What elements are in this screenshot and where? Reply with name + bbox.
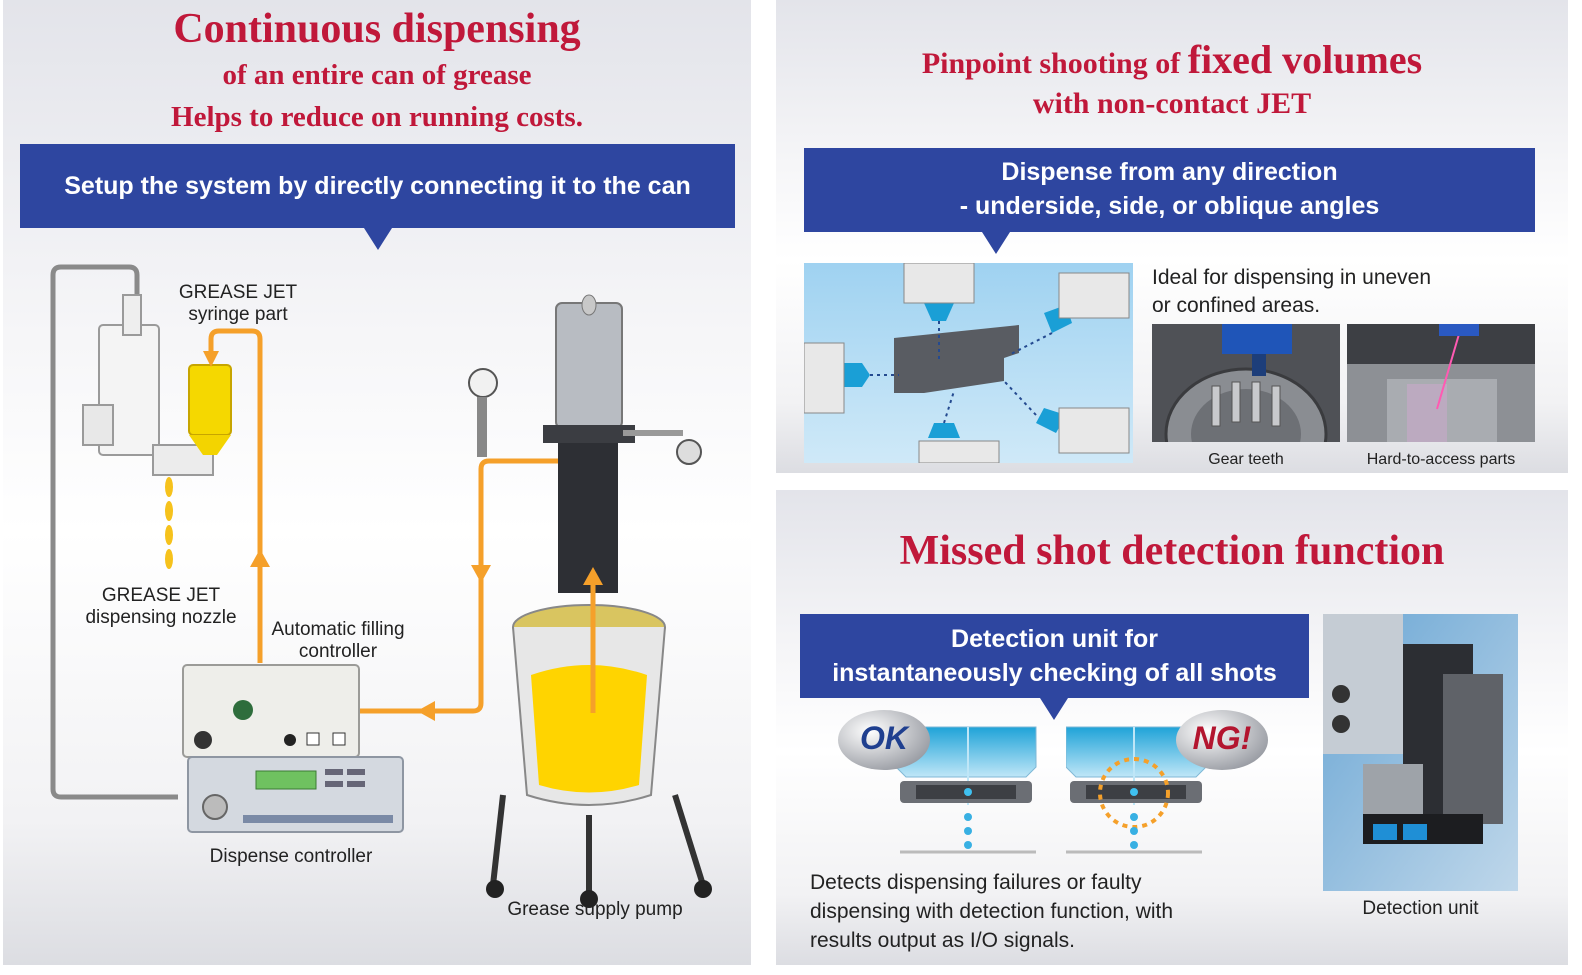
ng-illustration (1066, 710, 1268, 854)
label-filling-controller: Automatic filling controller (257, 619, 419, 663)
br-banner: Detection unit for instantaneously check… (800, 614, 1309, 720)
caption-gear-teeth: Gear teeth (1208, 451, 1284, 468)
br-description: Detects dispensing failures or faulty di… (810, 868, 1280, 955)
tr-banner: Dispense from any direction - underside,… (804, 148, 1535, 254)
label-nozzle-line2: dispensing nozzle (85, 607, 237, 628)
ok-badge: OK (860, 720, 908, 756)
hard-to-access-photo (1347, 324, 1535, 442)
br-desc-line2: dispensing with detection function, with (810, 900, 1174, 923)
tr-title-part2: fixed volumes (1187, 37, 1423, 82)
label-filling-line1: Automatic filling (271, 619, 405, 640)
caption-hard-to-access: Hard-to-access parts (1366, 451, 1516, 468)
tr-desc-line2: or confined areas. (1152, 294, 1321, 317)
syringe (188, 364, 232, 455)
system-diagram (50, 264, 712, 908)
banner-pointer (1040, 698, 1068, 720)
left-panel: Continuous dispensing of an entire can o… (3, 0, 751, 965)
label-pump: Grease supply pump (507, 899, 683, 920)
tr-banner-line1: Dispense from any direction (1001, 158, 1338, 186)
label-nozzle: GREASE JET dispensing nozzle (75, 585, 247, 629)
tr-title-line2: with non-contact JET (1032, 87, 1312, 120)
bottom-right-panel: Missed shot detection function Detection… (776, 490, 1568, 965)
ok-illustration (838, 710, 1037, 854)
label-syringe: GREASE JET syringe part (168, 282, 308, 326)
tr-description: Ideal for dispensing in uneven or confin… (1152, 264, 1562, 320)
grease-pump (468, 294, 712, 908)
br-desc-line3: results output as I/O signals. (810, 929, 1075, 952)
left-title-line3: Helps to reduce on running costs. (171, 101, 583, 133)
label-syringe-line1: GREASE JET (178, 282, 298, 303)
gear-teeth-photo (1152, 324, 1340, 442)
br-banner-line1: Detection unit for (951, 625, 1158, 653)
label-nozzle-line1: GREASE JET (101, 585, 221, 606)
banner-pointer (982, 232, 1010, 254)
dispense-drops (165, 477, 173, 569)
tr-banner-line2: - underside, side, or oblique angles (959, 192, 1380, 220)
br-desc-line1: Detects dispensing failures or faulty (810, 871, 1142, 894)
dispense-controller-box (187, 756, 404, 833)
gray-hose (50, 264, 178, 800)
left-title-line1: Continuous dispensing (173, 6, 581, 52)
br-banner-line2: instantaneously checking of all shots (832, 659, 1277, 687)
caption-detection-unit: Detection unit (1362, 898, 1479, 919)
left-banner: Setup the system by directly connecting … (20, 144, 735, 250)
direction-diagram (804, 263, 1133, 463)
detection-unit-photo (1323, 614, 1518, 891)
tr-desc-line1: Ideal for dispensing in uneven (1152, 266, 1432, 289)
label-dispense-controller: Dispense controller (209, 846, 373, 867)
ng-badge: NG! (1192, 720, 1252, 756)
tr-title-line1: Pinpoint shooting of fixed volumes (776, 36, 1568, 93)
top-right-panel: Pinpoint shooting of fixed volumes with … (776, 0, 1568, 473)
banner-pointer (364, 228, 392, 250)
flow-line (208, 328, 263, 663)
br-title: Missed shot detection function (899, 528, 1445, 574)
tr-title-part1: Pinpoint shooting of (921, 47, 1188, 80)
left-banner-text: Setup the system by directly connecting … (64, 172, 691, 200)
left-title-line2: of an entire can of grease (222, 59, 532, 91)
label-syringe-line2: syringe part (188, 304, 288, 325)
label-filling-line2: controller (298, 641, 378, 662)
filling-controller-box (182, 664, 360, 758)
